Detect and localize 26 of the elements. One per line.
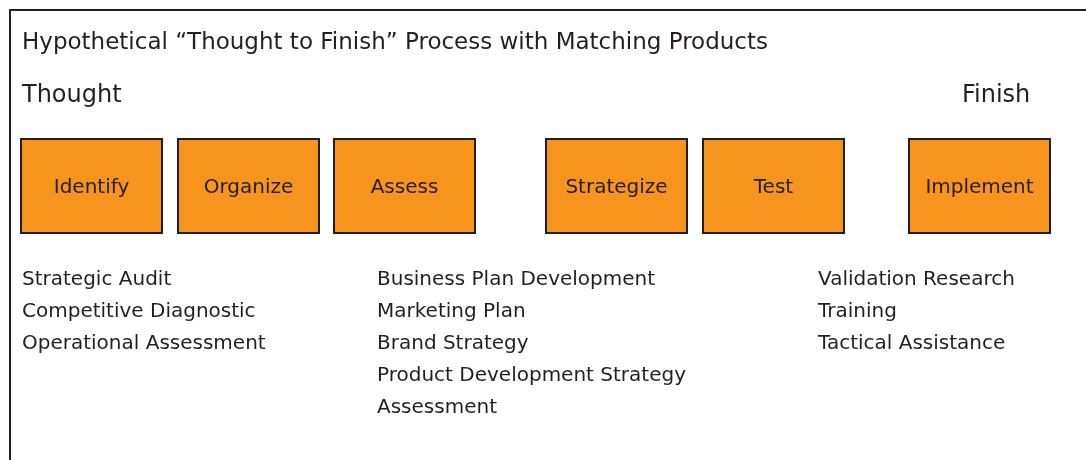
box-label: Strategize: [565, 174, 668, 198]
product-item: Operational Assessment: [22, 330, 266, 354]
product-item: Assessment: [377, 394, 497, 418]
box-label: Implement: [925, 174, 1034, 198]
stage-label: Thought: [22, 80, 122, 108]
product-item: Product Development Strategy: [377, 362, 686, 386]
product-item: Marketing Plan: [377, 298, 526, 322]
product-item: Validation Research: [818, 266, 1015, 290]
process-box: [545, 138, 688, 234]
process-box: [333, 138, 476, 234]
process-box: [702, 138, 845, 234]
stage-label: Finish: [962, 80, 1031, 108]
box-label: Test: [753, 174, 794, 198]
process-box: [177, 138, 320, 234]
product-item: Strategic Audit: [22, 266, 172, 290]
product-item: Competitive Diagnostic: [22, 298, 256, 322]
title: Hypothetical “Thought to Finish” Process with Matching Products: [22, 28, 768, 54]
process-box: [20, 138, 163, 234]
product-item: Tactical Assistance: [818, 330, 1006, 354]
product-item: Training: [818, 298, 897, 322]
box-label: Identify: [53, 174, 130, 198]
box-label: Assess: [370, 174, 439, 198]
product-item: Business Plan Development: [377, 266, 656, 290]
box-label: Organize: [203, 174, 294, 198]
process-box: [908, 138, 1051, 234]
product-item: Brand Strategy: [377, 330, 529, 354]
